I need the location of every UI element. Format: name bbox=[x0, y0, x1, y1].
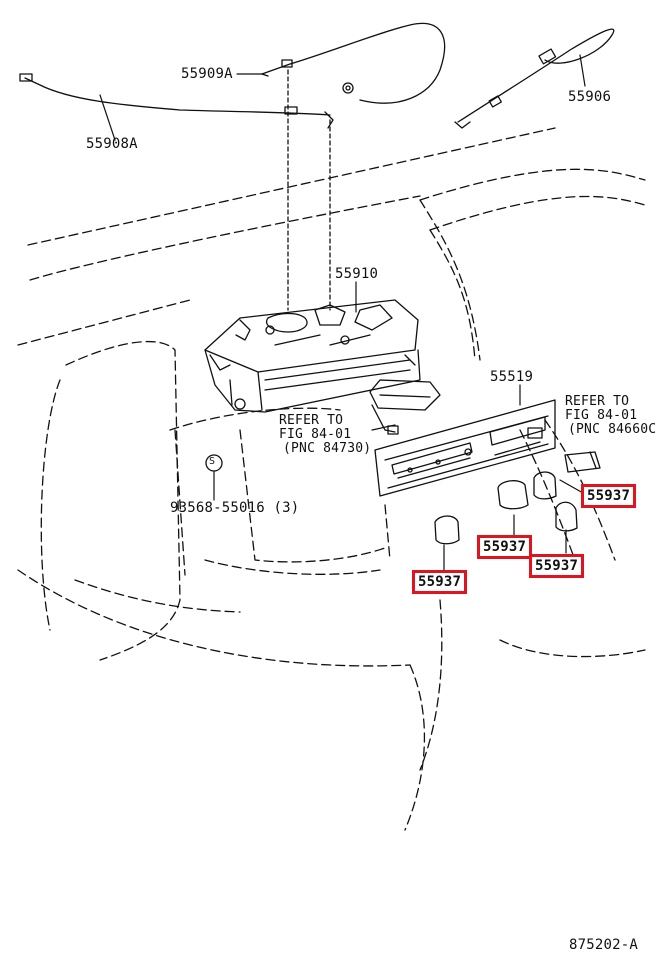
ref-right-line3: (PNC 84660C) bbox=[568, 422, 656, 437]
heater-control-assembly bbox=[204, 299, 421, 413]
label-55937-knob-center[interactable]: 55937 bbox=[477, 535, 533, 559]
label-55906: 55906 bbox=[568, 89, 612, 105]
control-panel bbox=[374, 399, 556, 497]
ref-left-line1: REFER TO bbox=[279, 413, 344, 428]
ref-left-line2: FIG 84-01 bbox=[279, 427, 352, 442]
knob-shapes bbox=[434, 471, 578, 545]
fastener-symbol: S bbox=[209, 456, 216, 467]
connector bbox=[369, 379, 441, 435]
figure-id: 875202-A bbox=[569, 937, 639, 953]
label-55519: 55519 bbox=[490, 369, 534, 385]
cable-routing-lines bbox=[287, 69, 331, 311]
cable-55906 bbox=[454, 28, 615, 129]
label-55937-knob-right[interactable]: 55937 bbox=[529, 554, 585, 578]
screw-symbol bbox=[205, 454, 223, 472]
label-55937-switch[interactable]: 55937 bbox=[581, 484, 637, 508]
label-55908A: 55908A bbox=[86, 136, 138, 152]
label-93568-55016: 93568-55016 (3) bbox=[170, 500, 300, 516]
label-55910: 55910 bbox=[335, 266, 379, 282]
label-55937-knob-left[interactable]: 55937 bbox=[412, 570, 468, 594]
label-55909A: 55909A bbox=[181, 66, 233, 82]
switch-block bbox=[564, 451, 601, 473]
cable-55908A bbox=[19, 73, 334, 129]
dashboard-outline bbox=[17, 127, 646, 831]
cable-55909A bbox=[261, 22, 446, 104]
ref-right-line1: REFER TO bbox=[565, 394, 630, 409]
ref-right-line2: FIG 84-01 bbox=[565, 408, 638, 423]
ref-left-line3: (PNC 84730) bbox=[283, 441, 372, 456]
leader-lines bbox=[99, 54, 586, 571]
